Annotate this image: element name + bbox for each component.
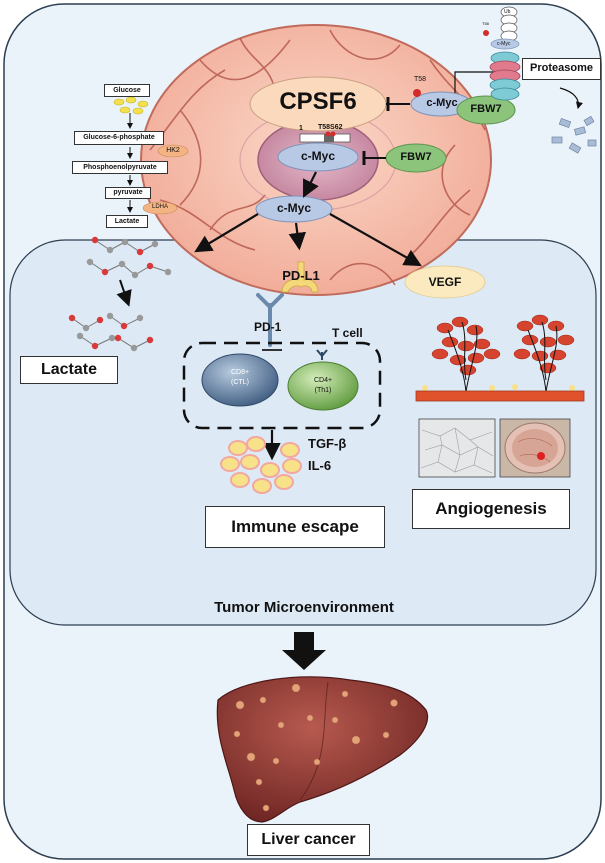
ldha-tag — [142, 201, 178, 215]
ubiquitin-chain — [490, 6, 520, 50]
cmyc-center-ellipse — [277, 142, 359, 172]
ldha-label: LDHA — [151, 204, 168, 210]
angiogenesis-clusters — [422, 314, 575, 393]
cd8-label-line2: (CTL) — [231, 379, 249, 386]
pd1-label: PD-1 — [254, 320, 282, 334]
pathway-pyruvate: pyruvate — [105, 187, 151, 199]
hk2-label: HK2 — [166, 147, 180, 154]
cd8-label-line1: CD8+ — [230, 369, 250, 376]
pdl1-label: PD-L1 — [282, 268, 320, 283]
phospho-dot-2 — [483, 30, 489, 36]
il6-label: IL-6 — [308, 458, 332, 473]
vegf-ellipse — [404, 265, 486, 299]
pd1-receptor — [256, 293, 284, 347]
cytokine-cluster — [220, 436, 302, 494]
tcell-label: T cell — [332, 326, 363, 340]
liver-image — [216, 676, 429, 823]
tube-formation-image — [418, 418, 496, 478]
fbw7-mid-label: FBW7 — [400, 151, 432, 163]
ub-label: Ub — [504, 9, 511, 15]
proteasome-barrel — [489, 51, 521, 101]
phospho-dot — [413, 89, 421, 97]
glucose-molecules — [113, 96, 149, 115]
tcell-dashed-box — [182, 341, 382, 430]
cd4-cell — [287, 361, 359, 411]
cmyc-main-label: c-Myc — [426, 97, 458, 109]
cmyc-lower-label: c-Myc — [276, 201, 311, 215]
liver-cancer-box: Liver cancer — [247, 824, 370, 856]
hk2-tag — [157, 144, 189, 158]
cpsf6-label: CPSF6 — [279, 88, 357, 115]
cmyc-lower-ellipse — [255, 195, 333, 223]
domain-t58s62: T58S62 — [318, 124, 343, 131]
lactate-molecules-upper — [86, 236, 172, 279]
peptide-fragments — [551, 115, 597, 154]
pathway-glucose: Glucose — [104, 84, 150, 97]
pdl1-receptor — [281, 261, 319, 293]
t58-label-top: T58 — [414, 76, 427, 83]
blood-vessel — [415, 390, 585, 402]
cd4-label-line2: (Th1) — [314, 387, 332, 394]
cmyc-top-label: c-Myc — [497, 41, 511, 47]
t58-label-small: T58 — [482, 21, 489, 26]
pathway-lactate: Lactate — [106, 215, 148, 228]
angiogenesis-box: Angiogenesis — [412, 489, 570, 529]
cd8-cell — [201, 353, 279, 407]
pathway-g6p: Glucose-6-phosphate — [74, 131, 164, 145]
lactate-box: Lactate — [20, 356, 118, 384]
domain-pos-1: 1 — [299, 125, 303, 132]
lactate-molecules-lower — [68, 312, 154, 352]
fbw7-top-ellipse — [456, 95, 516, 125]
vegf-label: VEGF — [428, 275, 462, 289]
pathway-pep: Phosphoenolpyruvate — [72, 161, 168, 174]
cd4-label-line1: CD4+ — [313, 377, 333, 384]
tgfb-label: TGF-β — [308, 436, 347, 451]
immune-escape-box: Immune escape — [205, 506, 385, 548]
big-down-arrow — [282, 632, 326, 670]
proteasome-box: Proteasome — [522, 58, 601, 80]
cam-assay-image — [499, 418, 571, 478]
fbw7-top-label: FBW7 — [470, 103, 502, 115]
tme-label: Tumor Microenvironment — [214, 599, 394, 616]
cmyc-center-label: c-Myc — [300, 149, 335, 163]
